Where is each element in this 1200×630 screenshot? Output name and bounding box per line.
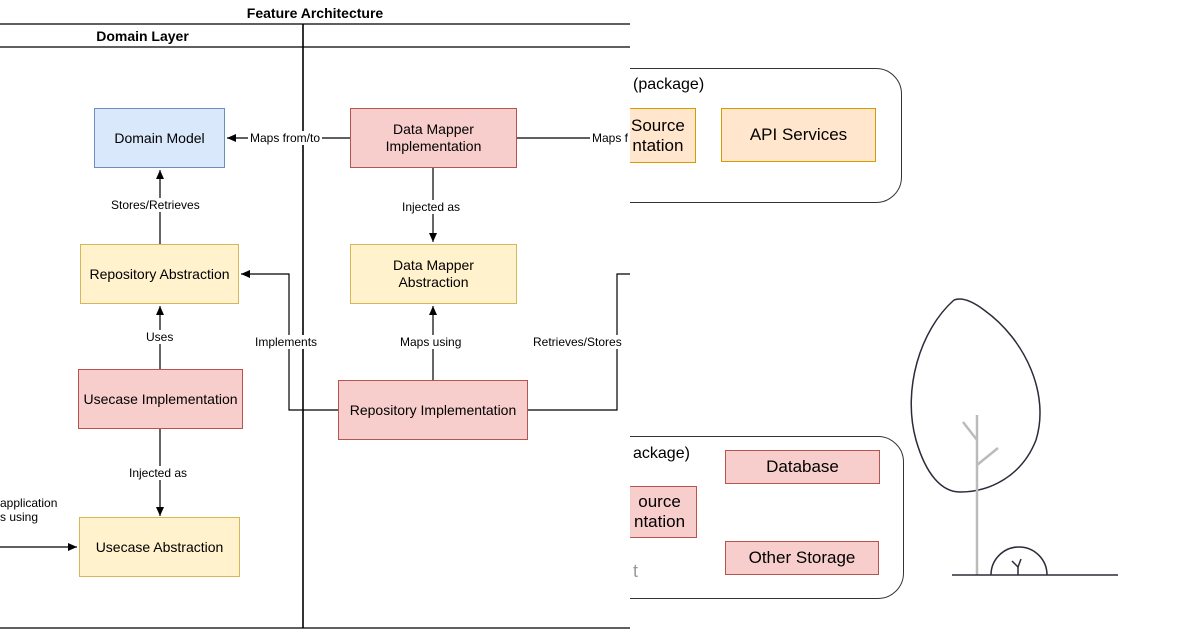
tree-branch-right (976, 447, 999, 466)
repository-abstraction-label: Repository Abstraction (89, 265, 230, 282)
tree-illustration (910, 298, 1118, 576)
data-mapper-implementation-label: Data Mapper Implementation (385, 121, 482, 154)
label-uses: Uses (144, 330, 176, 344)
label-retrieves-stores: Retrieves/Stores (531, 335, 624, 349)
usecase-abstraction-box: Usecase Abstraction (79, 517, 240, 577)
repository-abstraction-box: Repository Abstraction (80, 244, 239, 304)
local-data-source-box: ource ntation (630, 486, 697, 538)
api-services-label: API Services (749, 125, 848, 144)
remote-data-source-label: Source ntation (631, 115, 685, 155)
tree-canopy-outline (910, 298, 1041, 493)
local-data-source-label: ource ntation (634, 492, 686, 531)
usecase-abstraction-label: Usecase Abstraction (95, 538, 224, 555)
label-maps-using: Maps using (398, 335, 464, 349)
api-services-box: API Services (721, 108, 876, 162)
database-label: Database (766, 457, 839, 476)
domain-model-box: Domain Model (94, 108, 225, 168)
database-box: Database (725, 450, 880, 484)
repository-implementation-box: Repository Implementation (338, 380, 528, 440)
remote-data-source-box: Source ntation (630, 108, 696, 163)
label-implements: Implements (253, 335, 320, 349)
feature-architecture-diagram: Feature Architecture Domain Layer Domain… (0, 5, 630, 629)
label-maps-from-cut: Maps f (590, 131, 630, 145)
label-injected-as-usecase: Injected as (127, 466, 190, 480)
data-mapper-abstraction-box: Data Mapper Abstraction (350, 244, 517, 304)
usecase-implementation-box: Usecase Implementation (78, 369, 243, 429)
faint-text: t (633, 561, 639, 581)
other-storage-box: Other Storage (725, 541, 879, 575)
local-package-title: ackage) (633, 445, 690, 462)
domain-model-label: Domain Model (114, 129, 205, 146)
bush-outline (990, 546, 1048, 576)
bush-sprout (1011, 558, 1022, 569)
tree-branch-left (962, 421, 978, 441)
label-stores-retrieves: Stores/Retrieves (109, 198, 202, 212)
label-maps-from-to: Maps from/to (248, 131, 323, 145)
data-mapper-implementation-box: Data Mapper Implementation (350, 108, 517, 168)
right-panel: (package) Source ntation API Services ac… (630, 0, 1200, 630)
other-storage-label: Other Storage (748, 548, 856, 567)
diagram-title: Feature Architecture (246, 5, 384, 21)
label-injected-as-mapper: Injected as (400, 200, 463, 214)
repository-implementation-label: Repository Implementation (349, 401, 517, 418)
domain-layer-header: Domain Layer (96, 28, 189, 44)
remote-package-title: (package) (633, 76, 705, 93)
usecase-implementation-label: Usecase Implementation (83, 390, 238, 407)
data-mapper-abstraction-label: Data Mapper Abstraction (393, 257, 474, 290)
label-application-using: application s using (0, 496, 58, 524)
